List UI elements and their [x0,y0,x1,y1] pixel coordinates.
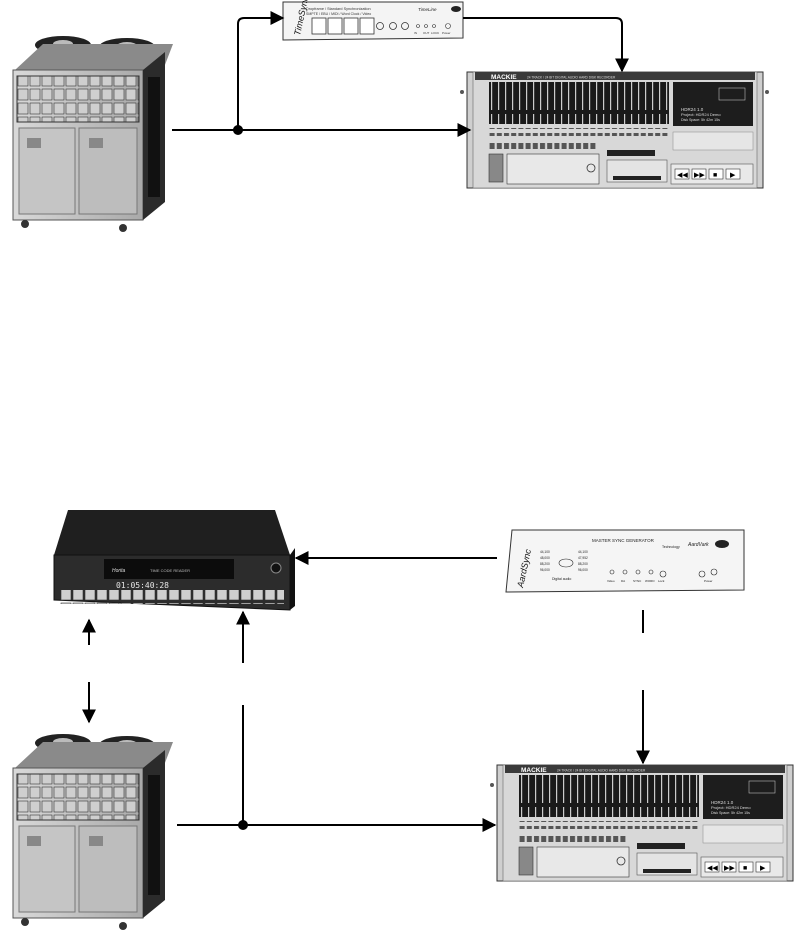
mackie-top-stop-icon: ■ [713,172,717,179]
aardsync-tech: Technology [662,545,680,549]
aardsync-digital-label: Digital audio [552,577,571,581]
aardsync-led-lock: Lock [658,579,665,583]
aardsync-maker: AardVark [687,542,709,548]
timesync-label-out: OUT [423,31,430,35]
aardsync-led-sync: SYNC [633,579,642,583]
aardsync-rate-r0: 44,100 [578,550,588,554]
aardsync-led-da: DA [621,579,625,583]
timesync-line2: SMPTE / EBU / MIDI / Word Clock / Video [306,12,371,16]
mackie-bottom-project: Project: HDR24 Demo [711,805,751,810]
timesync-power-label: Power [442,31,451,35]
bottom-junction-dot [238,820,248,830]
aardsync-led-word: WORD [645,579,655,583]
aardsync-rate-r1: 47,952 [578,556,588,560]
timesync-maker: TimeLine [418,7,437,12]
mackie-top-project: Project: HDR24 Demo [681,112,721,117]
mackie-hdr24-bottom: MACKIE 24 TRACK / 24 BIT DIGITAL AUDIO H… [490,765,793,881]
mackie-top-ff-icon: ▶▶ [694,172,705,179]
mackie-bottom-ff-icon: ▶▶ [724,865,735,872]
timesync-label-in: IN [414,31,417,35]
aardsync-rate-l1: 48,000 [540,556,550,560]
timesync-label-lock: LOCK [431,31,439,35]
tape-to-timesync-line [238,18,283,130]
mackie-bottom-rew-icon: ◀◀ [707,865,718,872]
aardsync-power-label: Power [704,579,713,583]
aardsync-title: MASTER SYNC GENERATOR [592,538,655,543]
aardsync-rate-l0: 44,100 [540,550,550,554]
aardsync-rate-r2: 88,200 [578,562,588,566]
tape-recorder-bottom [13,734,173,930]
mackie-top-play-icon: ▶ [730,172,736,179]
mackie-top-disk: Disk Space: 5h 42m 15s [681,118,720,122]
timesync-unit: TimeSync Dropframe / Standard Synchroniz… [283,0,463,40]
aardsync-rate-l2: 88,200 [540,562,550,566]
top-junction-dot [233,125,243,135]
mackie-bottom-stop-icon: ■ [743,865,747,872]
mackie-top-tagline: 24 TRACK / 24 BIT DIGITAL AUDIO HARD DIS… [527,76,616,80]
reader-brand: Horita [112,568,126,574]
reader-model: TIME CODE READER [150,568,190,573]
aardsync-rate-r3: 96,000 [578,568,588,572]
mackie-bottom-tagline: 24 TRACK / 24 BIT DIGITAL AUDIO HARD DIS… [557,769,646,773]
mackie-bottom-play-icon: ▶ [760,865,766,872]
aardsync-unit: AardSync MASTER SYNC GENERATOR Technolog… [506,530,744,592]
timesync-to-mackie-line [463,18,622,71]
timesync-line1: Dropframe / Standard Synchronization [306,7,371,11]
mackie-hdr24-top: MACKIE 24 TRACK / 24 BIT DIGITAL AUDIO H… [460,72,769,188]
aardsync-rate-l3: 96,000 [540,568,550,572]
aardsync-led-video: Video [607,579,615,583]
mackie-bottom-disk: Disk Space: 5h 42m 15s [711,811,750,815]
reader-display: 01:05:40:28 [116,581,169,590]
mackie-bottom-brand: MACKIE [521,767,547,774]
mackie-top-brand: MACKIE [491,74,517,81]
mackie-top-rew-icon: ◀◀ [677,172,688,179]
timecode-reader-unit: Horita TIME CODE READER 01:05:40:28 [54,510,295,610]
tape-recorder-top [13,36,173,232]
